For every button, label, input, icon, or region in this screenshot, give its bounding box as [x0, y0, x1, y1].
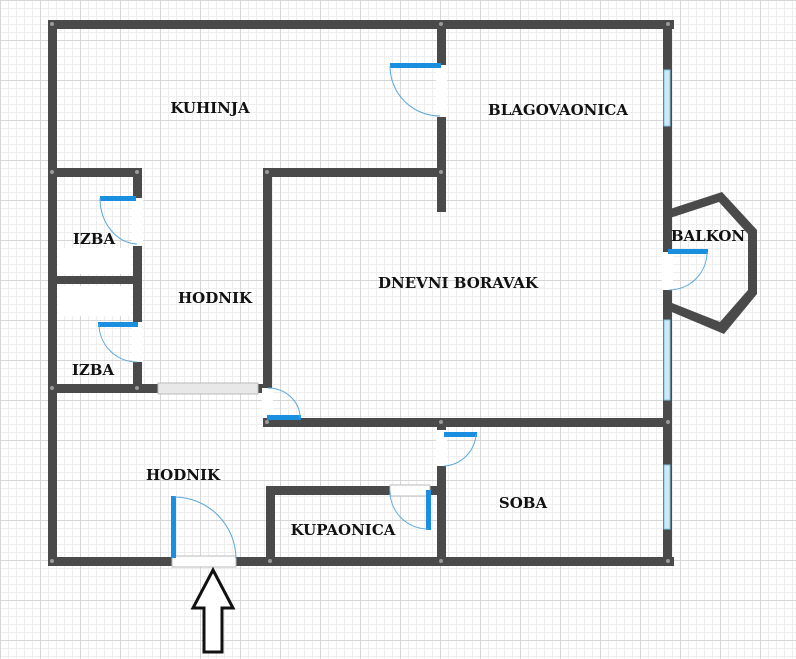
label-bathroom: KUPAONICA — [291, 521, 396, 539]
door-kitchen — [390, 63, 441, 68]
wall-kitchen-living — [263, 168, 446, 177]
entrance-opening — [171, 555, 237, 568]
balcony-walls — [667, 192, 757, 334]
wall-top — [48, 20, 674, 29]
wall-storage-right — [133, 168, 142, 392]
wall-room-left — [437, 418, 446, 566]
window — [663, 464, 671, 530]
wall-bath-top — [266, 486, 441, 495]
label-storage-2: IZBA — [72, 361, 115, 379]
openings — [58, 65, 673, 568]
door-living — [267, 415, 301, 420]
windows — [663, 69, 671, 530]
label-room: SOBA — [499, 494, 548, 512]
wall-joints — [50, 22, 670, 563]
opening-hall — [157, 382, 259, 395]
door-storage-1 — [100, 196, 136, 201]
wall-bottom — [48, 557, 674, 566]
label-hallway-upper: HODNIK — [178, 289, 253, 307]
door-storage-2 — [98, 322, 138, 327]
label-dining: BLAGOVAONICA — [488, 101, 628, 119]
window — [663, 319, 671, 401]
wall-left — [48, 20, 57, 566]
doors — [98, 63, 708, 560]
door-entrance — [171, 496, 176, 558]
room-labels: KUHINJA BLAGOVAONICA IZBA IZBA HODNIK DN… — [72, 99, 746, 539]
walls — [48, 20, 757, 566]
door-balcony — [668, 249, 708, 254]
wall-living-bottom — [263, 418, 672, 427]
door-bathroom — [426, 490, 431, 530]
label-storage-1: IZBA — [73, 230, 116, 248]
door-room — [444, 432, 477, 437]
wall-storage-divider — [54, 276, 136, 284]
wall-storage-top — [48, 168, 141, 177]
wall-living-left — [263, 168, 272, 424]
label-balcony: BALKON — [671, 227, 746, 245]
label-kitchen: KUHINJA — [170, 99, 250, 117]
wall-right — [663, 20, 672, 566]
entrance-arrow-icon — [190, 566, 236, 654]
wall-bath-left — [266, 486, 275, 566]
label-living: DNEVNI BORAVAK — [378, 274, 539, 292]
label-hallway-lower: HODNIK — [146, 466, 221, 484]
window — [663, 69, 671, 127]
